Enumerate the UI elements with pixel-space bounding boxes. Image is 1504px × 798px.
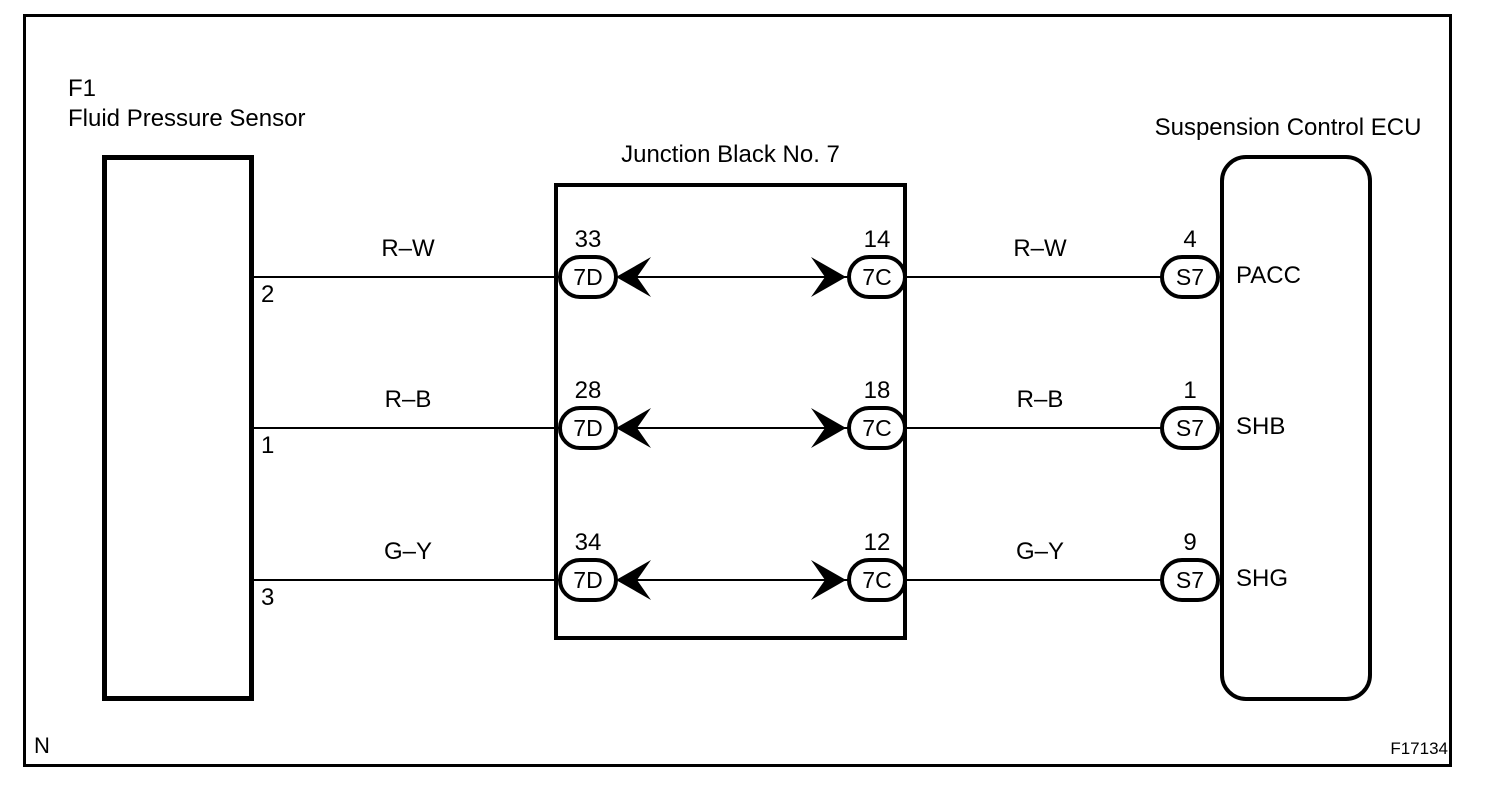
- harness-arrow-left-icon: [616, 257, 651, 297]
- wire-line: [253, 427, 1165, 429]
- connector-code: 7C: [862, 414, 892, 441]
- wire-color-label-left: G–Y: [383, 538, 433, 565]
- sensor-code: F1: [68, 75, 97, 102]
- diagram-border: [23, 14, 1452, 767]
- harness-arrow-right-icon: [811, 408, 846, 448]
- figure-number: F17134: [1390, 739, 1448, 758]
- junction-out-connector-badge: 7C: [847, 558, 907, 602]
- ecu-terminal-label: SHG: [1236, 565, 1289, 592]
- wire-color-label-right: R–B: [1016, 386, 1064, 413]
- junction-out-pin-label: 12: [863, 529, 891, 556]
- junction-out-connector-badge: 7C: [847, 406, 907, 450]
- harness-arrow-left-icon: [616, 408, 651, 448]
- junction-block-box: [554, 183, 907, 640]
- wire-color-label-left: R–W: [381, 235, 435, 262]
- fluid-pressure-sensor-box: [102, 155, 254, 701]
- ecu-connector-badge: S7: [1160, 558, 1220, 602]
- connector-code: 7D: [573, 263, 603, 290]
- junction-in-pin-label: 34: [574, 529, 602, 556]
- junction-in-pin-label: 28: [574, 377, 602, 404]
- harness-arrow-right-icon: [811, 257, 846, 297]
- junction-in-pin-label: 33: [574, 226, 602, 253]
- connector-code: S7: [1175, 566, 1205, 593]
- ecu-connector-badge: S7: [1160, 406, 1220, 450]
- ecu-terminal-label: PACC: [1236, 262, 1301, 289]
- ecu-pin-label: 9: [1183, 529, 1197, 556]
- connector-code: 7C: [862, 263, 892, 290]
- wire-color-label-right: R–W: [1013, 235, 1067, 262]
- harness-arrow-right-icon: [811, 560, 846, 600]
- harness-arrow-left-icon: [616, 560, 651, 600]
- page-letter: N: [34, 733, 50, 758]
- sensor-pin-label: 1: [261, 432, 275, 459]
- sensor-pin-label: 2: [261, 281, 275, 308]
- junction-title: Junction Black No. 7: [621, 141, 840, 168]
- junction-out-connector-badge: 7C: [847, 255, 907, 299]
- junction-in-connector-badge: 7D: [558, 255, 618, 299]
- connector-code: S7: [1175, 414, 1205, 441]
- wire-line: [253, 579, 1165, 581]
- ecu-pin-label: 4: [1183, 226, 1197, 253]
- suspension-control-ecu-box: [1220, 155, 1372, 701]
- ecu-title: Suspension Control ECU: [1154, 114, 1422, 141]
- sensor-name: Fluid Pressure Sensor: [68, 105, 306, 132]
- junction-out-pin-label: 18: [863, 377, 891, 404]
- wire-line: [253, 276, 1165, 278]
- junction-out-pin-label: 14: [863, 226, 891, 253]
- junction-in-connector-badge: 7D: [558, 558, 618, 602]
- wire-color-label-left: R–B: [384, 386, 432, 413]
- wire-color-label-right: G–Y: [1015, 538, 1065, 565]
- connector-code: 7D: [573, 414, 603, 441]
- connector-code: S7: [1175, 263, 1205, 290]
- ecu-connector-badge: S7: [1160, 255, 1220, 299]
- sensor-pin-label: 3: [261, 584, 275, 611]
- ecu-pin-label: 1: [1183, 377, 1197, 404]
- ecu-terminal-label: SHB: [1236, 413, 1286, 440]
- junction-in-connector-badge: 7D: [558, 406, 618, 450]
- connector-code: 7D: [573, 566, 603, 593]
- connector-code: 7C: [862, 566, 892, 593]
